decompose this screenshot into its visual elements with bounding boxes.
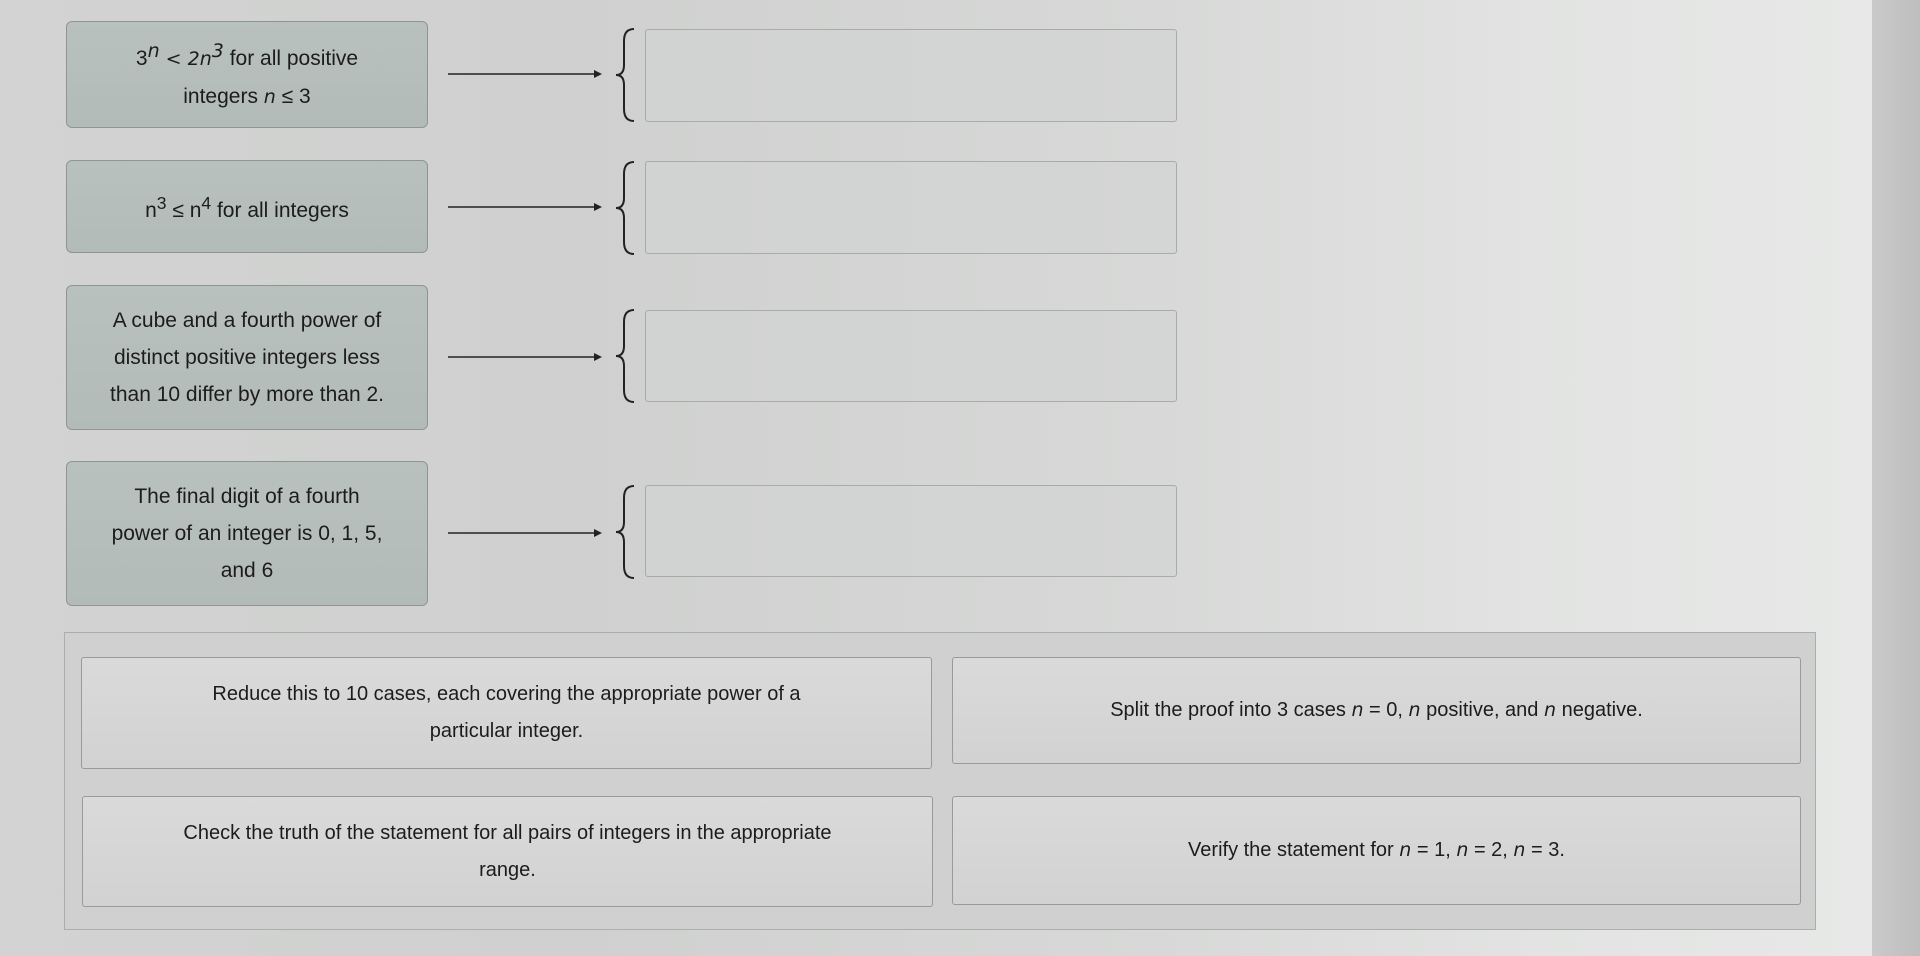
text-run: = 1, (1411, 839, 1457, 861)
box-text: Split the proof into 3 cases n = 0, n po… (1110, 692, 1643, 729)
text-run: than 10 differ by more than 2. (110, 383, 384, 406)
math-variable: n (1456, 839, 1469, 861)
math-variable: n (1408, 699, 1421, 721)
box-text: Reduce this to 10 cases, each covering t… (212, 676, 800, 750)
math-variable: < 2 (159, 48, 200, 70)
text-run: n (145, 198, 157, 222)
superscript: 4 (201, 192, 212, 213)
text-run: positive, and (1420, 699, 1544, 721)
arrow-icon (448, 353, 602, 361)
text-run: particular integer. (429, 720, 584, 742)
box-text: n3 ≤ n4 for all integers (145, 185, 349, 229)
statement-2: n3 ≤ n4 for all integers (66, 160, 428, 253)
math-variable: n (1351, 699, 1364, 721)
text-run: 3 (135, 47, 148, 70)
box-text: The final digit of a fourth power of an i… (112, 478, 383, 589)
superscript: n (147, 40, 160, 62)
left-brace-icon (615, 28, 635, 122)
text-run: power of an integer is 0, 1, 5, (111, 522, 383, 545)
text-run: for all integers (211, 198, 349, 222)
text-run: for all positive (223, 47, 359, 70)
superscript: 3 (211, 40, 224, 62)
math-variable: n (263, 86, 276, 108)
text-run: = 0, (1363, 699, 1409, 721)
left-brace-icon (615, 309, 635, 403)
left-brace-icon (615, 161, 635, 255)
math-variable: n (199, 48, 212, 70)
answer-drop-zone-2[interactable] (645, 161, 1177, 254)
answer-drop-zone-3[interactable] (645, 310, 1177, 402)
text-run: Split the proof into 3 cases (1110, 699, 1352, 721)
answer-drop-zone-4[interactable] (645, 485, 1177, 577)
arrow-icon (448, 203, 602, 211)
text-run: distinct positive integers less (113, 346, 381, 369)
left-brace-icon (615, 485, 635, 579)
math-variable: n (1399, 839, 1412, 861)
text-run: and 6 (220, 559, 274, 582)
answer-option-verify-statement[interactable]: Verify the statement for n = 1, n = 2, n… (952, 796, 1801, 905)
text-run: Verify the statement for (1188, 839, 1400, 861)
text-run: = 2, (1468, 839, 1514, 861)
text-run: A cube and a fourth power of (112, 309, 382, 332)
answer-options-tray: Reduce this to 10 cases, each covering t… (64, 632, 1816, 930)
text-run: The final digit of a fourth (134, 485, 360, 508)
page-right-edge (1872, 0, 1920, 956)
statement-4: The final digit of a fourth power of an i… (66, 461, 428, 606)
arrow-icon (448, 529, 602, 537)
math-variable: n (1513, 839, 1526, 861)
arrow-icon (448, 70, 602, 78)
text-run: = 3. (1525, 839, 1565, 861)
box-text: Check the truth of the statement for all… (183, 815, 831, 889)
text-run: Reduce this to 10 cases, each covering t… (212, 683, 801, 705)
statement-3: A cube and a fourth power of distinct pos… (66, 285, 428, 430)
text-run: negative. (1556, 699, 1643, 721)
text-run: integers (183, 85, 264, 108)
text-run: ≤ 3 (275, 85, 311, 108)
answer-drop-zone-1[interactable] (645, 29, 1177, 122)
answer-option-split-proof[interactable]: Split the proof into 3 cases n = 0, n po… (952, 657, 1801, 764)
text-run: Check the truth of the statement for all… (183, 821, 832, 844)
text-run: range. (479, 858, 536, 881)
box-text: Verify the statement for n = 1, n = 2, n… (1188, 832, 1565, 869)
answer-option-reduce-cases[interactable]: Reduce this to 10 cases, each covering t… (81, 657, 932, 769)
answer-option-check-pairs[interactable]: Check the truth of the statement for all… (82, 796, 933, 907)
box-text: A cube and a fourth power of distinct pos… (110, 302, 384, 413)
math-variable: n (1544, 699, 1557, 721)
superscript: 3 (156, 192, 167, 213)
text-run: ≤ n (166, 198, 202, 222)
